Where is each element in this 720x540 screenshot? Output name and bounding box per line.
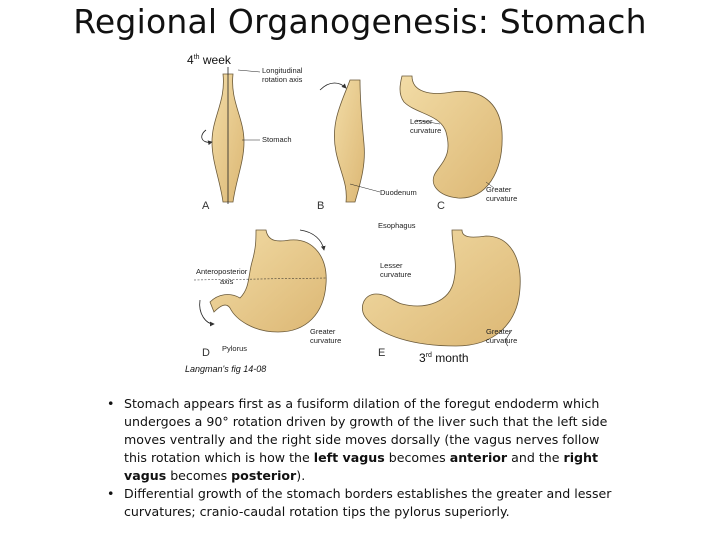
label-longitudinal: Longitudinal (262, 66, 303, 75)
panel-letter-e: E (378, 347, 385, 359)
bullet-list: Stomach appears first as a fusiform dila… (104, 395, 624, 521)
label-greater-curvature-c-2: curvature (486, 194, 517, 203)
label-duodenum: Duodenum (380, 188, 417, 197)
panel-letter-d: D (202, 347, 210, 359)
bullet-2-text: Differential growth of the stomach borde… (124, 486, 612, 519)
label-lesser-curvature-c-2: curvature (410, 126, 441, 135)
panel-letter-c: C (437, 200, 445, 212)
panel-b-stomach (320, 80, 380, 202)
label-greater-curvature-d-1: Greater (310, 327, 336, 336)
bullet-item: Stomach appears first as a fusiform dila… (104, 395, 624, 485)
bullet-1-text-5: ). (296, 468, 305, 483)
bullet-1-bold-anterior: anterior (450, 450, 507, 465)
label-esophagus: Esophagus (378, 221, 416, 230)
panel-c-stomach (400, 76, 502, 198)
bullet-item: Differential growth of the stomach borde… (104, 485, 624, 521)
panel-a-stomach (202, 67, 260, 204)
label-stomach: Stomach (262, 135, 292, 144)
month-word: month (432, 351, 469, 365)
bullet-1-bold-posterior: posterior (231, 468, 296, 483)
label-ap-axis-1: Anteroposterior (196, 267, 248, 276)
slide-title: Regional Organogenesis: Stomach (0, 2, 720, 41)
label-rotation-axis: rotation axis (262, 75, 303, 84)
month-number: 3 (419, 351, 426, 365)
stomach-rotation-figure: Longitudinal rotation axis Stomach Lesse… (190, 62, 530, 362)
panel-letter-a: A (202, 200, 210, 212)
month-label: 3rd month (419, 351, 469, 365)
label-greater-curvature-e-2: curvature (486, 336, 517, 345)
label-lesser-curvature-c-1: Lesser (410, 117, 433, 126)
label-greater-curvature-e-1: Greater (486, 327, 512, 336)
bullet-1-text-2: becomes (385, 450, 450, 465)
label-lesser-curvature-e-2: curvature (380, 270, 411, 279)
bullet-1-text-4: becomes (166, 468, 231, 483)
figure-credit: Langman's fig 14-08 (185, 364, 266, 374)
panel-d-stomach (194, 230, 326, 332)
bullet-1-text-3: and the (507, 450, 563, 465)
label-greater-curvature-c-1: Greater (486, 185, 512, 194)
bullet-1-bold-left-vagus: left vagus (314, 450, 385, 465)
panel-letter-b: B (317, 200, 324, 212)
label-lesser-curvature-e-1: Lesser (380, 261, 403, 270)
label-greater-curvature-d-2: curvature (310, 336, 341, 345)
label-pylorus: Pylorus (222, 344, 247, 353)
label-ap-axis-2: axis (220, 277, 234, 286)
